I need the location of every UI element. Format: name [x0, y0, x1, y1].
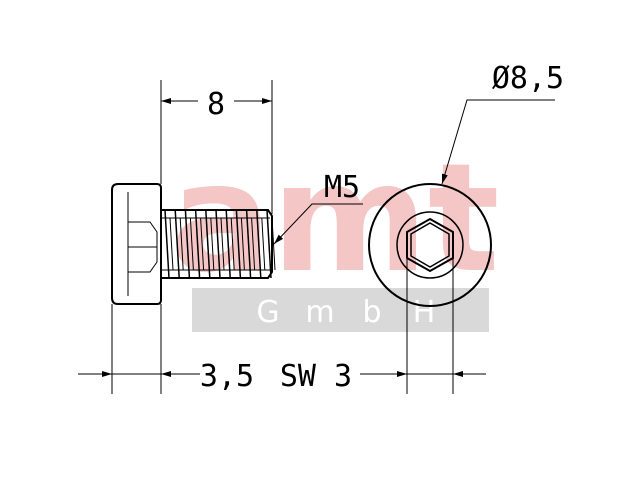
thread-root	[271, 217, 276, 271]
watermark-letter-m: m	[305, 295, 334, 330]
hex-socket-inner	[410, 222, 450, 268]
dimension-length: 8	[160, 80, 273, 214]
thread-crest	[256, 209, 262, 279]
thread-root	[179, 217, 184, 271]
screw-thread	[161, 209, 276, 279]
thread-root	[251, 217, 256, 271]
thread-crest	[194, 209, 201, 279]
thread-root	[240, 217, 245, 271]
thread-label: M5	[324, 170, 360, 205]
head-diameter-label: Ø8,5	[492, 61, 564, 96]
socket-circle	[396, 211, 464, 279]
thread-crest	[174, 209, 180, 279]
dimension-head-diameter: Ø8,5	[441, 61, 564, 185]
thread-root	[169, 217, 174, 271]
dimension-head-height: 3,5	[78, 304, 254, 394]
watermark-letter-h: H	[413, 295, 436, 330]
thread-root	[230, 217, 235, 271]
thread-crest	[184, 209, 191, 279]
screw-side-view	[111, 183, 276, 305]
thread-crest	[235, 209, 242, 279]
head-circle	[368, 183, 492, 307]
dimension-socket-size: SW 3	[280, 258, 486, 394]
thread-crest	[225, 209, 231, 279]
thread-crest	[164, 209, 170, 279]
thread-crest	[266, 209, 272, 279]
thread-root	[200, 217, 205, 271]
watermark-band	[192, 288, 489, 332]
socket-size-label: SW 3	[280, 359, 352, 394]
thread-root	[189, 217, 194, 271]
thread-root	[220, 217, 225, 271]
watermark-letter-b: b	[362, 295, 381, 330]
thread-root	[261, 217, 266, 271]
dimension-thread: M5	[273, 170, 363, 245]
thread-crest	[245, 209, 252, 279]
thread-root	[210, 217, 215, 271]
length-label: 8	[207, 87, 225, 122]
head-height-label: 3,5	[200, 359, 254, 394]
thread-crest	[215, 209, 221, 279]
screw-head-outline	[111, 183, 162, 305]
watermark-letter-g: G	[256, 295, 279, 330]
thread-crest	[205, 209, 211, 279]
